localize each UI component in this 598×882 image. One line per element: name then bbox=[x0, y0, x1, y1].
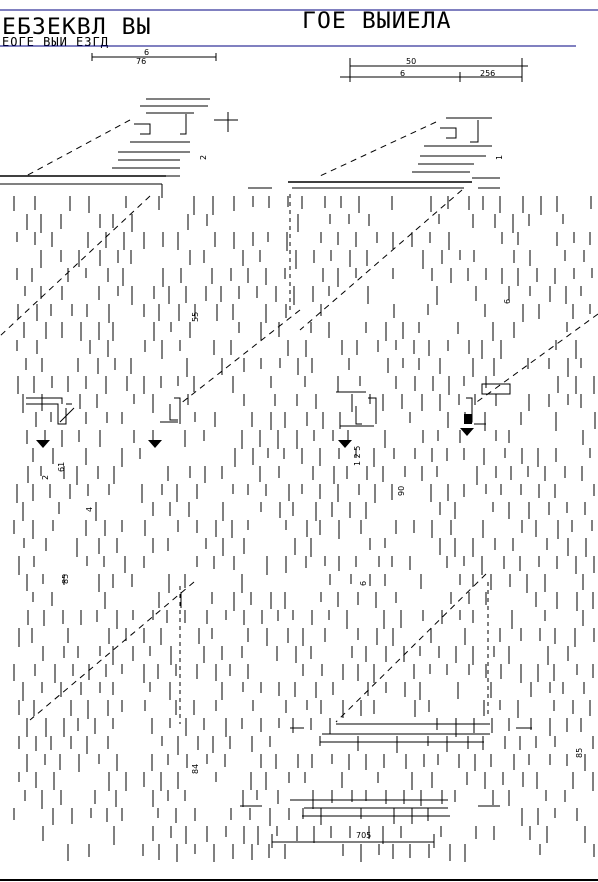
dim-label: 76 bbox=[136, 57, 146, 66]
right-roof-detail bbox=[412, 117, 500, 179]
dim-label: 6 bbox=[400, 69, 405, 78]
right-footing bbox=[290, 723, 532, 817]
dim-label: 6 bbox=[144, 48, 149, 57]
hatch-field bbox=[13, 196, 596, 862]
left-panel-subtitle: ЕОГЕ ВЫИ ЕЗГД bbox=[2, 35, 109, 49]
dashed-verticals bbox=[179, 194, 489, 724]
dim-label: 85 bbox=[61, 574, 70, 584]
dim-label: 1 bbox=[495, 155, 504, 160]
left-mid-joint bbox=[26, 397, 75, 425]
right-panel-title: ГОЕ ВЫИЕЛА bbox=[302, 9, 452, 34]
dim-label: 6 bbox=[503, 299, 512, 304]
right-mid-joint bbox=[466, 383, 511, 425]
support-triangle bbox=[148, 440, 162, 448]
dim-label: 50 bbox=[406, 57, 416, 66]
support-triangle bbox=[36, 440, 50, 448]
dashed-diagonals bbox=[0, 119, 598, 723]
dim-label: 55 bbox=[191, 312, 200, 322]
dim-label: 2 bbox=[41, 475, 50, 480]
dim-label: 90 bbox=[397, 486, 406, 496]
dim-label: 61 bbox=[57, 462, 66, 472]
dim-label: 84 bbox=[191, 764, 200, 774]
dim-label: 2 bbox=[199, 155, 208, 160]
support-triangle bbox=[338, 440, 352, 448]
dim-label: 705 bbox=[356, 831, 371, 840]
left-panel-title: ЕБЗЕКВЛ ВЫ bbox=[2, 15, 152, 40]
dim-label: 256 bbox=[480, 69, 495, 78]
joint-fill bbox=[464, 414, 472, 424]
dim-label: 1 2 5 bbox=[353, 446, 362, 466]
dim-label: 6 bbox=[359, 581, 368, 586]
dim-label: 4 bbox=[85, 507, 94, 512]
left-roof-detail bbox=[110, 98, 238, 177]
support-markers bbox=[36, 414, 474, 448]
dim-label: 85 bbox=[575, 748, 584, 758]
support-triangle bbox=[460, 428, 474, 436]
left-mid-post bbox=[160, 397, 181, 424]
